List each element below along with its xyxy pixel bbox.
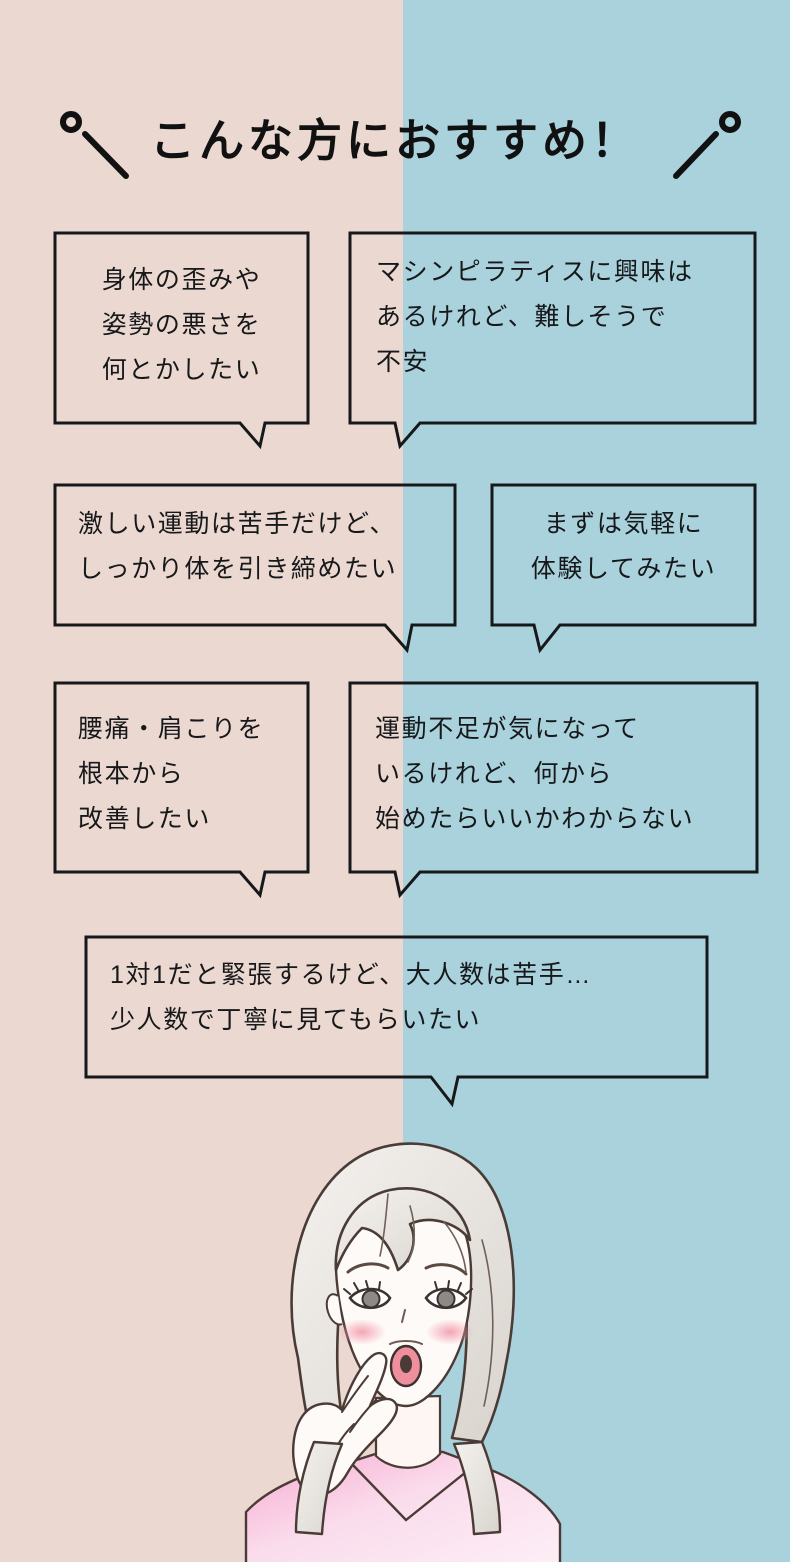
hair-strand-4 — [481, 1239, 494, 1407]
left-ear — [325, 1293, 343, 1326]
heading-decoration-left — [60, 111, 129, 179]
bubble-gentle-toning-text: 激しい運動は苦手だけど、 しっかり体を引き締めたい — [78, 510, 398, 583]
bubble-back-shoulder-pain — [53, 681, 310, 899]
hair-bangs — [334, 1187, 472, 1272]
bubble-lack-of-exercise-text: 運動不足が気になって いるけれど、何から 始めたらいいかわからない — [375, 715, 695, 833]
bubble-lack-of-exercise-frame — [348, 681, 759, 899]
finger-line-2 — [349, 1399, 377, 1433]
upper-lip-line — [389, 1340, 423, 1345]
hair-lock-left — [294, 1440, 344, 1536]
bubble-posture-text: 身体の歪みや 姿勢の悪さを 何とかしたい — [101, 266, 262, 384]
bubble-small-group-text: 1対1だと緊張するけど、大人数は苦手… 少人数で丁寧に見てもらいたい — [110, 961, 592, 1034]
bubble-back-shoulder-pain-frame — [53, 681, 310, 899]
nose — [401, 1309, 406, 1323]
bubble-machine-pilates-interest — [348, 231, 757, 450]
v-neckline — [348, 1460, 478, 1522]
right-eyebrow — [424, 1263, 468, 1276]
heading-decoration-right — [673, 111, 741, 179]
left-eyebrow — [346, 1262, 390, 1274]
left-lashes — [343, 1280, 381, 1295]
bubble-casual-trial-frame — [490, 483, 757, 654]
bubble-small-group-frame — [84, 935, 709, 1108]
bubble-lack-of-exercise — [348, 681, 759, 899]
bubble-machine-pilates-text: マシンピラティスに興味は あるけれど、難しそうで 不安 — [376, 258, 694, 376]
left-iris — [361, 1289, 381, 1309]
bubble-back-shoulder-pain-text: 腰痛・肩こりを 根本から 改善したい — [78, 715, 265, 833]
bubble-posture — [53, 231, 310, 450]
finger-line-1 — [341, 1375, 369, 1413]
bubble-gentle-toning — [53, 483, 457, 654]
bubble-posture-frame — [53, 231, 310, 450]
bubble-machine-pilates-frame — [348, 231, 757, 450]
surprised-woman-illustration — [244, 1142, 562, 1562]
bubble-gentle-toning-frame — [53, 483, 457, 654]
hair-strand-2 — [407, 1205, 416, 1263]
hair-strand-3 — [443, 1221, 467, 1273]
left-blush — [338, 1319, 386, 1345]
bubble-small-group — [84, 935, 709, 1108]
right-iris — [436, 1289, 456, 1309]
right-lashes — [434, 1280, 473, 1295]
hair-strand-1 — [379, 1193, 389, 1257]
bubble-casual-trial-text: まずは気軽に 体験してみたい — [530, 510, 717, 583]
hair-lock-right — [452, 1440, 502, 1536]
bubble-casual-trial — [490, 483, 757, 654]
mouth-inner — [400, 1355, 412, 1373]
right-blush — [426, 1319, 474, 1345]
